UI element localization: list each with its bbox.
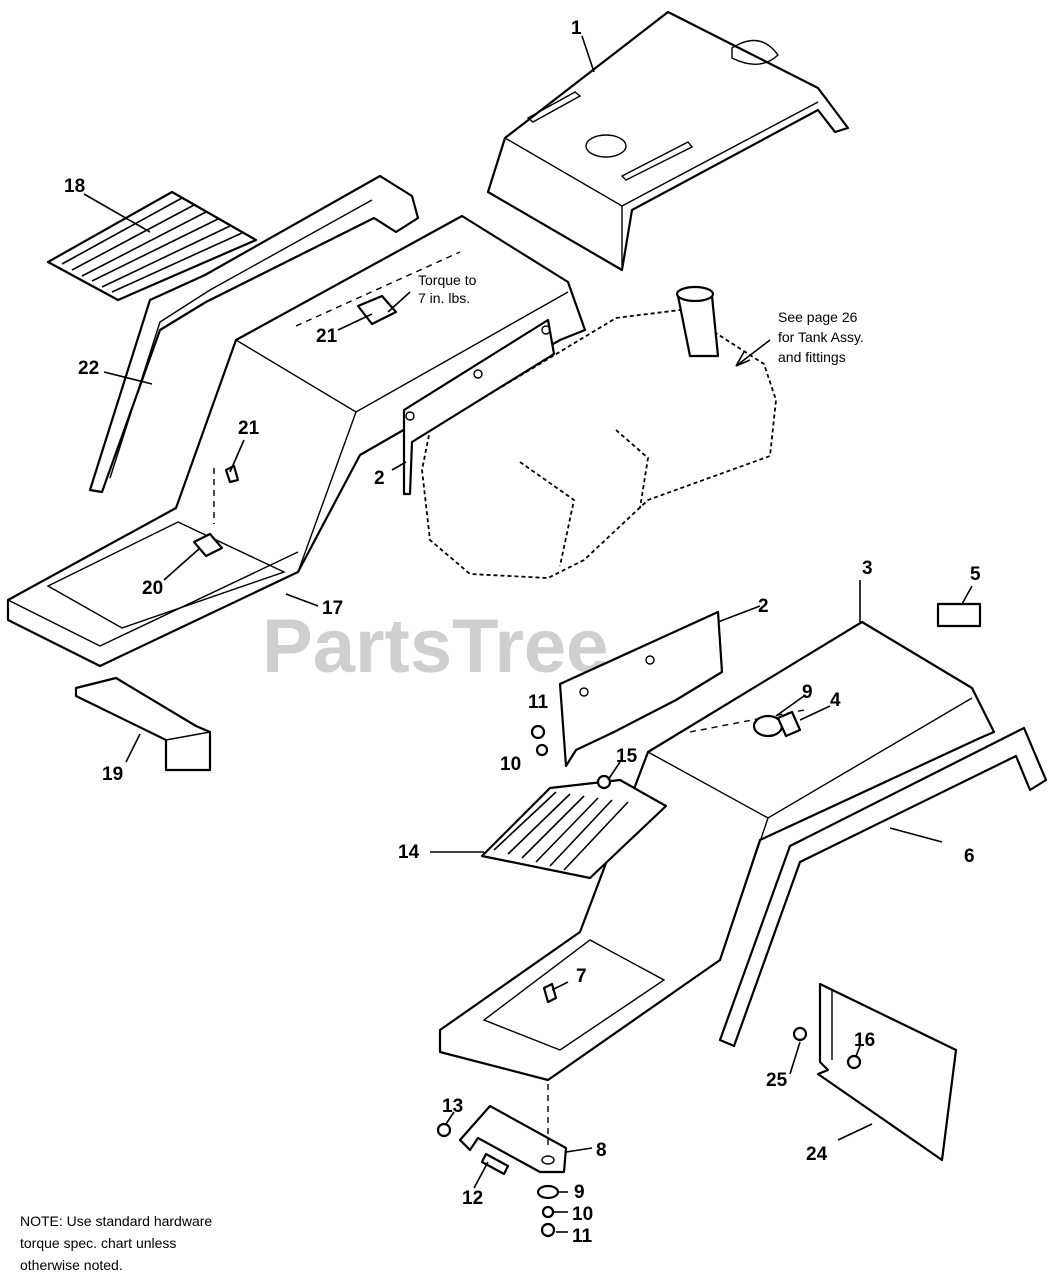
callout-6: 6 <box>964 846 975 867</box>
callout-10-lower: 10 <box>572 1204 593 1225</box>
part-4-knob <box>776 710 802 738</box>
callout-4: 4 <box>830 690 841 711</box>
part-17-fender-pan <box>6 214 587 668</box>
callout-labels: 1 2 2 3 4 5 6 7 8 9 9 10 10 11 11 12 13 … <box>64 18 981 1247</box>
part-11-nut-bottom <box>540 1222 556 1238</box>
callout-11-lower: 11 <box>572 1226 593 1247</box>
callout-5: 5 <box>970 564 981 585</box>
callout-7: 7 <box>576 966 587 987</box>
callout-15: 15 <box>616 746 638 767</box>
part-3-rear-fender-pan <box>438 620 996 1082</box>
callout-10-upper: 10 <box>500 754 521 775</box>
part-24-bracket <box>816 982 958 1162</box>
callout-21-cap: 21 <box>316 326 338 347</box>
part-6-fender-trim <box>718 726 1048 1048</box>
part-5-decal <box>936 602 982 628</box>
callout-1: 1 <box>571 18 582 39</box>
part-25-bolt <box>792 1026 808 1042</box>
watermark-text: PartsTree <box>262 604 608 689</box>
part-2-bracket-upper <box>402 318 556 496</box>
tank-note-line3: and fittings <box>778 349 846 365</box>
callout-22: 22 <box>78 358 99 379</box>
callout-24: 24 <box>806 1144 828 1165</box>
callout-21-screw: 21 <box>238 418 260 439</box>
part-1-console-cover <box>486 10 850 272</box>
part-10-lockwasher <box>535 743 549 757</box>
callout-2-lower: 2 <box>758 596 769 617</box>
part-11-nut <box>530 724 546 740</box>
callout-8: 8 <box>596 1140 607 1161</box>
part-15-screw <box>596 774 612 790</box>
part-19-bracket <box>74 676 212 772</box>
callout-11-upper: 11 <box>528 692 549 713</box>
leader-lines <box>83 35 973 1233</box>
part-14-step-mat <box>480 778 668 880</box>
callout-3: 3 <box>862 558 873 579</box>
part-22-trim-strip <box>88 174 420 494</box>
tank-note-line1: See page 26 <box>778 309 858 325</box>
callout-17: 17 <box>322 598 343 619</box>
callout-20: 20 <box>142 578 163 599</box>
footer-note-line2: torque spec. chart unless <box>20 1235 176 1251</box>
torque-note-line2: 7 in. lbs. <box>418 290 470 306</box>
callout-13: 13 <box>442 1096 463 1117</box>
torque-note: Torque to 7 in. lbs. <box>418 272 477 306</box>
fuel-tank-outline <box>421 285 777 579</box>
part-10-lockwasher-bottom <box>541 1205 555 1219</box>
callout-19: 19 <box>102 764 123 785</box>
callout-9-upper: 9 <box>802 682 813 703</box>
footer-note-line3: otherwise noted. <box>20 1257 123 1273</box>
part-13-nut <box>436 1122 452 1138</box>
callout-16: 16 <box>854 1030 875 1051</box>
callout-9-lower: 9 <box>574 1182 585 1203</box>
callout-2-upper: 2 <box>374 468 385 489</box>
tank-note: See page 26 for Tank Assy. and fittings <box>778 309 864 365</box>
part-18-foot-mat <box>46 190 258 302</box>
callout-18: 18 <box>64 176 85 197</box>
torque-note-line1: Torque to <box>418 272 477 288</box>
callout-12: 12 <box>462 1188 483 1209</box>
callout-14: 14 <box>398 842 420 863</box>
part-20-knob <box>192 532 224 558</box>
tank-note-line2: for Tank Assy. <box>778 329 864 345</box>
part-16-nut <box>846 1054 862 1070</box>
footer-note: NOTE: Use standard hardware torque spec.… <box>20 1213 212 1273</box>
part-7-screw <box>542 982 558 1004</box>
part-9-washer-bottom <box>536 1184 560 1200</box>
part-12-bolt <box>480 1152 510 1176</box>
footer-note-line1: NOTE: Use standard hardware <box>20 1213 212 1229</box>
part-8-bracket <box>458 1084 568 1174</box>
callout-25: 25 <box>766 1070 788 1091</box>
